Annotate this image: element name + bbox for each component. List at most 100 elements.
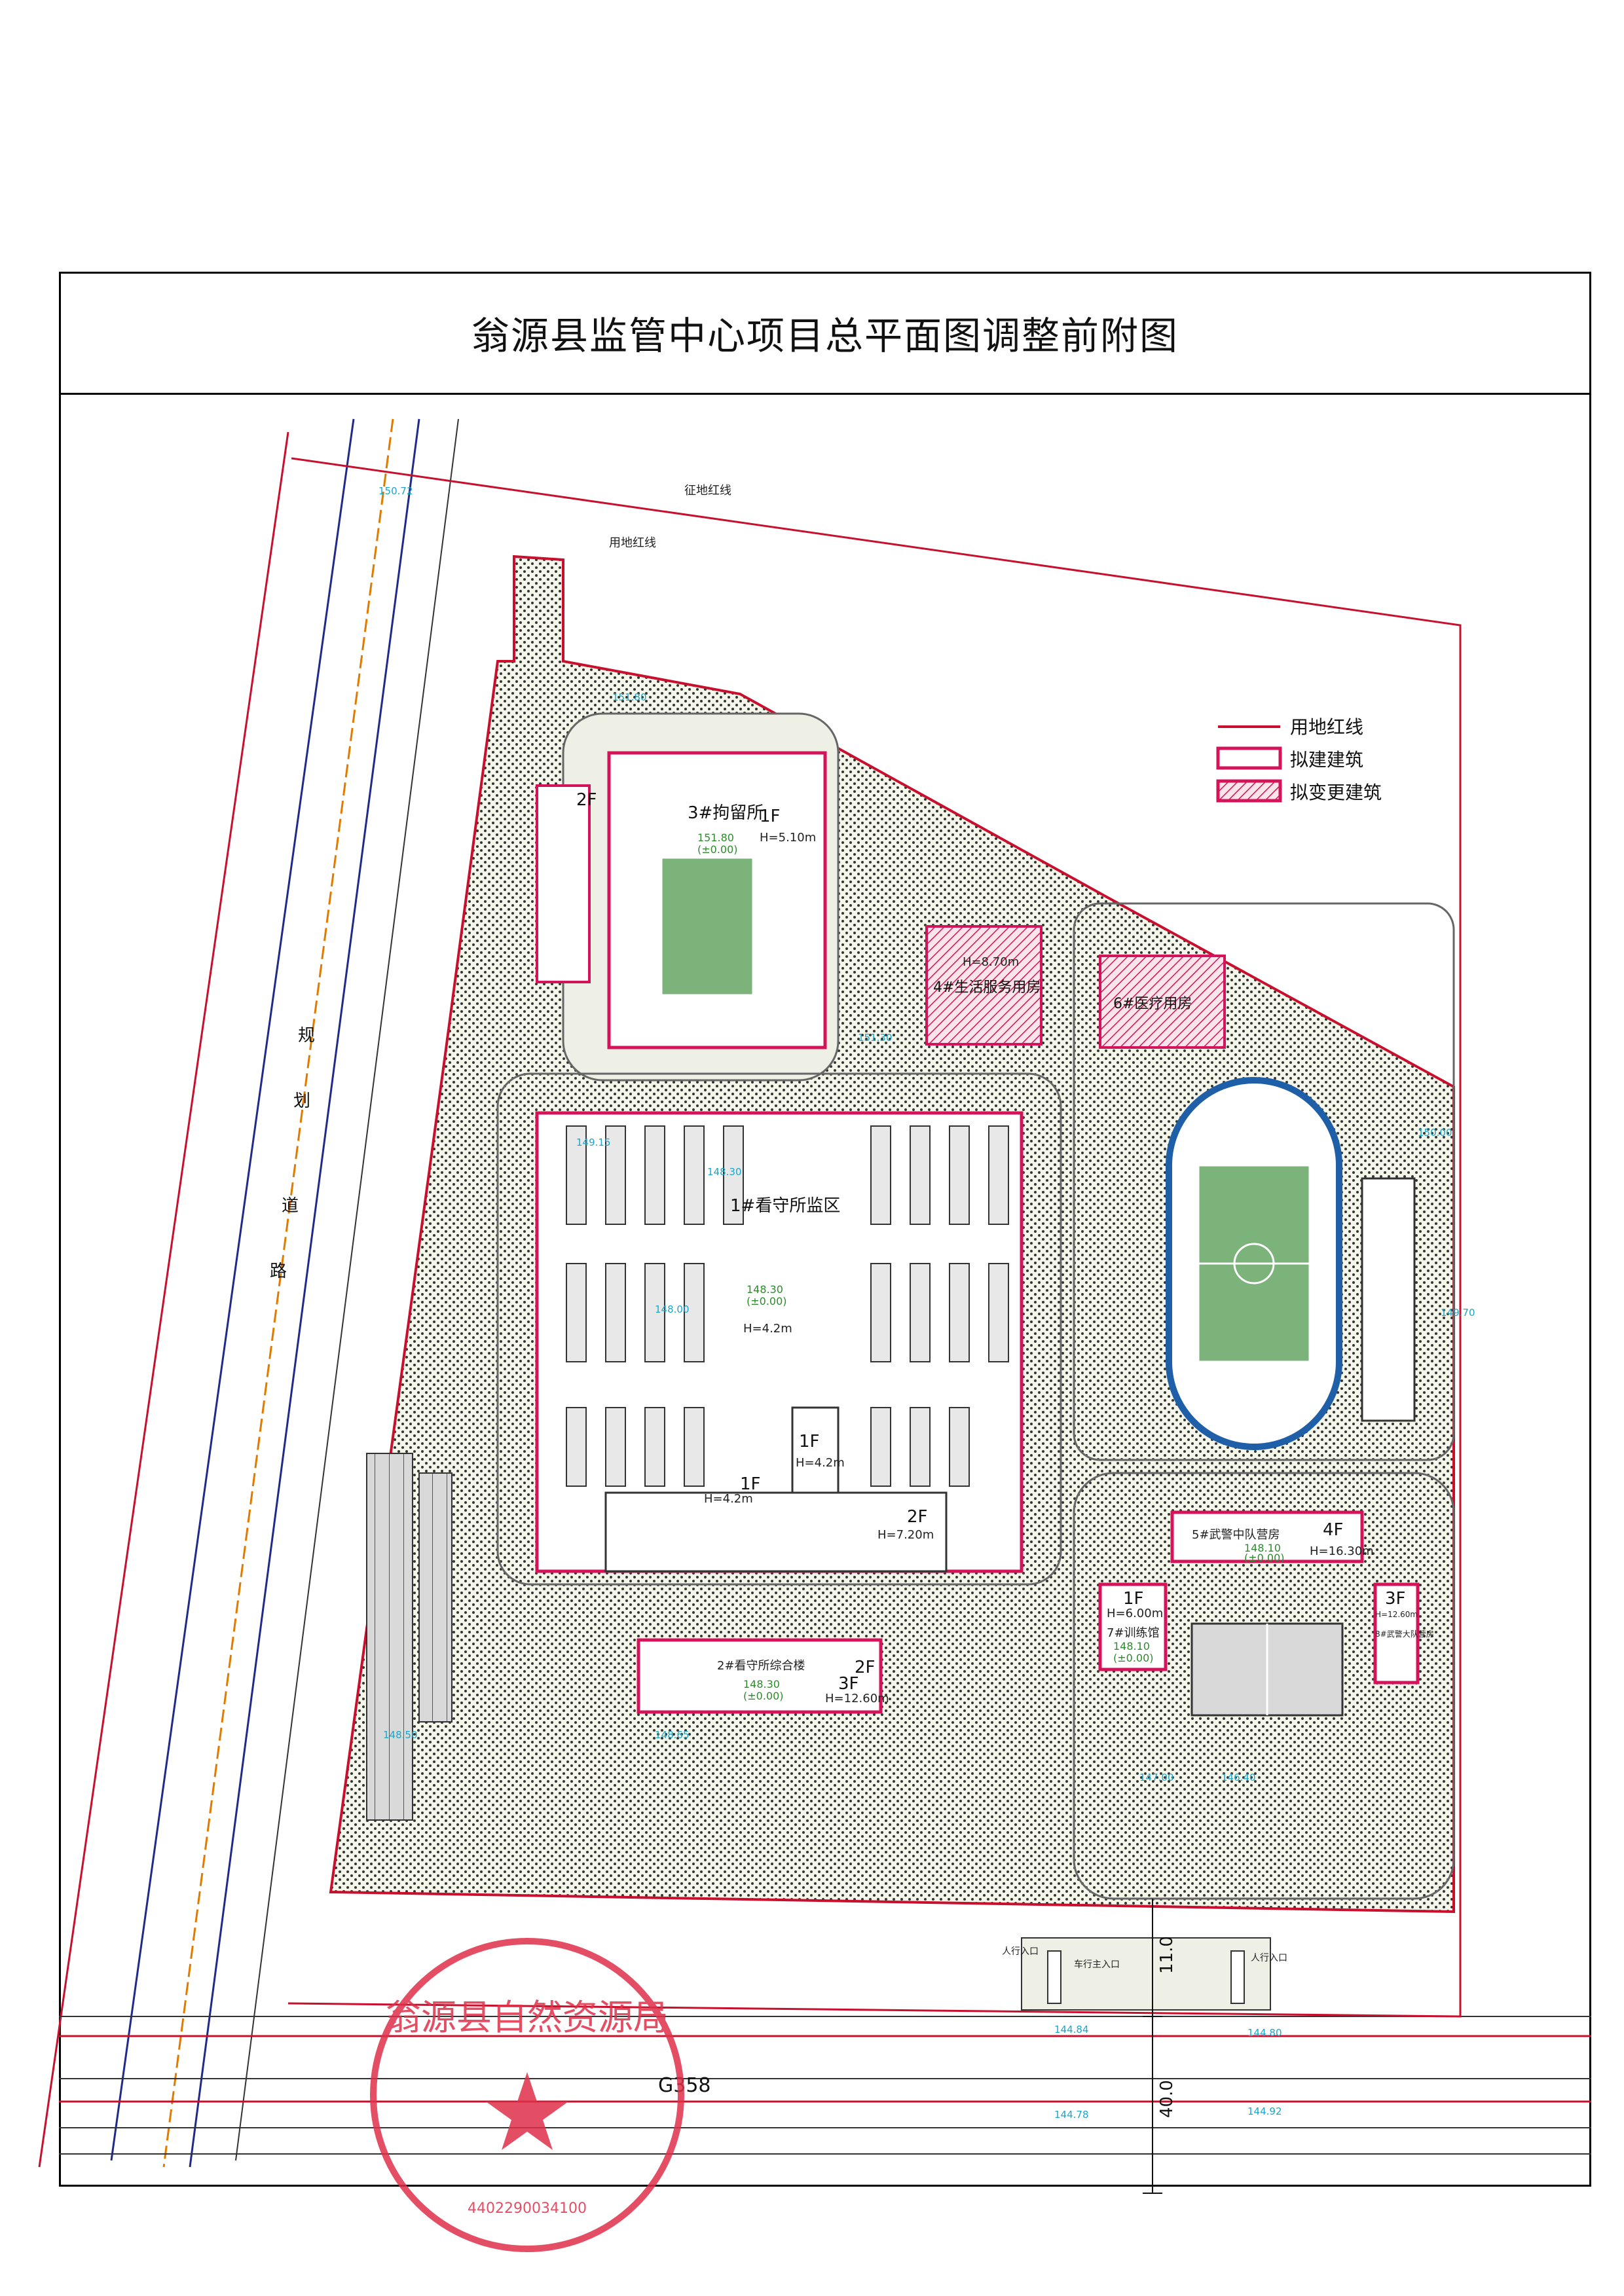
page-title: 翁源县监管中心项目总平面图调整前附图 — [471, 313, 1179, 358]
office-floors-2: 3F — [838, 1674, 859, 1694]
armed-annex-height: H=12.60m — [1375, 1610, 1418, 1619]
stamp-code: 4402290034100 — [468, 2200, 587, 2217]
annex-a-floors: 1F — [740, 1474, 761, 1494]
elevation-3: 147.00 — [1139, 1772, 1174, 1783]
elevation-12: 151.30 — [858, 1032, 893, 1044]
canteen-height: H=6.00m — [1107, 1607, 1163, 1620]
armed-police-floors: 4F — [1323, 1520, 1344, 1540]
elevation-marks: 148.30 148.00 147.00 146.40 144.84 144.7… — [378, 485, 1475, 2121]
highway-label: G358 — [658, 2074, 711, 2097]
entrance-vehicle: 车行主入口 — [1074, 1959, 1120, 1970]
elevation-14: 148.50 — [383, 1729, 418, 1741]
office-height: H=12.60m — [825, 1692, 889, 1705]
building-office: 2#看守所综合楼 2F 3F H=12.60m 148.30 (±0.00) — [637, 1638, 889, 1714]
dorm-floors: 2F — [576, 790, 597, 810]
entrance-pedestrian-2: 人行入口 — [1251, 1953, 1287, 1963]
building-dorm: 2F — [536, 784, 597, 983]
title-bar: 翁源县监管中心项目总平面图调整前附图 — [59, 272, 1591, 395]
office-name: 2#看守所综合楼 — [717, 1659, 805, 1673]
planned-road: 规 划 道 路 — [38, 418, 459, 2168]
elevation-10: 150.00 — [1418, 1127, 1452, 1139]
road-char-2: 划 — [293, 1091, 310, 1111]
dimension-line: 11.0 40.0 — [1143, 1899, 1177, 2194]
annex-c-height: H=7.20m — [877, 1528, 934, 1542]
detention-height: H=5.10m — [760, 831, 816, 845]
stamp-star-icon — [486, 2072, 568, 2150]
armed-police-name: 5#武警中队营房 — [1192, 1528, 1280, 1542]
legend-swatch-hatch — [1216, 779, 1282, 803]
detention-level: 151.80 — [697, 831, 734, 844]
road-char-1: 规 — [298, 1026, 315, 1046]
detention-name: 3#拘留所 — [688, 803, 764, 823]
building-canteen: 1F H=6.00m 7#训练馆 148.10 (±0.00) — [1098, 1582, 1168, 1671]
elevation-13: 149.15 — [576, 1137, 611, 1148]
office-level: 148.30 — [743, 1678, 780, 1690]
armed-police-level: 148.10 — [1244, 1542, 1281, 1554]
armed-police-level-rel: (±0.00) — [1244, 1552, 1285, 1564]
road-char-3: 道 — [282, 1196, 299, 1216]
annex-c-floors: 2F — [907, 1507, 928, 1527]
running-track — [1166, 1077, 1342, 1450]
building-detention: 3#拘留所 1F H=5.10m 151.80 (±0.00) — [607, 751, 827, 1049]
detention-level-rel: (±0.00) — [697, 843, 738, 856]
dimension-11: 11.0 — [1157, 1936, 1177, 1974]
annex-b-floors: 1F — [799, 1432, 820, 1451]
building-armed-police: 5#武警中队营房 4F H=16.30m 148.10 (±0.00) — [1170, 1510, 1374, 1564]
prison-height: H=4.2m — [743, 1322, 792, 1336]
building-prison: 1#看守所监区 148.30 (±0.00) H=4.2m 1F H=4.2m … — [535, 1111, 1024, 1573]
office-level-rel: (±0.00) — [743, 1690, 784, 1702]
highway-g358: G358 — [59, 2016, 1591, 2155]
dimension-40: 40.0 — [1157, 2080, 1177, 2118]
change-name: 6#医疗用房 — [1113, 996, 1192, 1012]
legend-label-2: 拟建建筑 — [1290, 749, 1363, 771]
acquisition-boundary — [287, 457, 1462, 2018]
armed-police-height: H=16.30m — [1310, 1544, 1374, 1558]
elevation-7: 144.80 — [1247, 2027, 1282, 2039]
legend-label-3: 拟变更建筑 — [1290, 782, 1382, 803]
entrance-pedestrian-1: 人行入口 — [1002, 1946, 1039, 1957]
legend: 用地红线 拟建建筑 拟变更建筑 — [1216, 716, 1382, 803]
elevation-5: 144.84 — [1054, 2024, 1089, 2035]
armed-annex-name: 8#武警大队营房 — [1375, 1629, 1434, 1639]
official-stamp: 翁源县自然资源局 4402290034100 — [370, 1938, 684, 2252]
elevation-6: 144.78 — [1054, 2109, 1089, 2121]
prison-name: 1#看守所监区 — [730, 1196, 840, 1216]
elevation-11: 151.80 — [612, 691, 647, 703]
elevation-8: 144.92 — [1247, 2105, 1282, 2117]
sports-annex — [1361, 1177, 1416, 1422]
annex-b-height: H=4.2m — [796, 1456, 845, 1470]
canteen-level-rel: (±0.00) — [1113, 1652, 1154, 1664]
elevation-16: 150.72 — [378, 485, 413, 497]
building-logistics: 4#生活服务用房 H=8.70m — [925, 925, 1043, 1046]
elevation-9: 149.70 — [1441, 1307, 1475, 1319]
parking-left — [366, 1453, 413, 1821]
annex-a-height: H=4.2m — [704, 1492, 753, 1506]
site-line-label: 用地红线 — [609, 536, 656, 550]
legend-label-1: 用地红线 — [1290, 716, 1363, 738]
main-entrance: 人行入口 车行主入口 人行入口 — [1002, 1937, 1287, 2011]
detention-floors: 1F — [760, 807, 781, 826]
prison-level: 148.30 — [747, 1283, 783, 1296]
elevation-2: 148.00 — [655, 1303, 690, 1315]
prison-level-rel: (±0.00) — [747, 1295, 787, 1307]
logistics-height: H=8.70m — [963, 955, 1019, 969]
basketball-court — [1190, 1622, 1344, 1717]
acquisition-line-label: 征地红线 — [684, 484, 731, 498]
canteen-level: 148.10 — [1113, 1640, 1150, 1652]
canteen-floors: 1F — [1123, 1589, 1144, 1609]
elevation-1: 148.30 — [707, 1166, 742, 1178]
road-char-4: 路 — [270, 1262, 287, 1281]
canteen-name: 7#训练馆 — [1107, 1626, 1160, 1640]
parking-left-2 — [418, 1472, 452, 1722]
logistics-name: 4#生活服务用房 — [933, 979, 1041, 996]
armed-annex-floors: 3F — [1385, 1589, 1406, 1609]
elevation-4: 146.40 — [1221, 1772, 1256, 1783]
stamp-text: 翁源县自然资源局 — [386, 1997, 669, 2038]
legend-swatch-box — [1216, 746, 1282, 770]
building-change: 6#医疗用房 — [1099, 955, 1226, 1049]
office-floors: 2F — [855, 1658, 876, 1677]
elevation-15: 148.65 — [655, 1729, 690, 1741]
building-armed-annex: 3F H=12.60m 8#武警大队营房 — [1373, 1582, 1434, 1685]
